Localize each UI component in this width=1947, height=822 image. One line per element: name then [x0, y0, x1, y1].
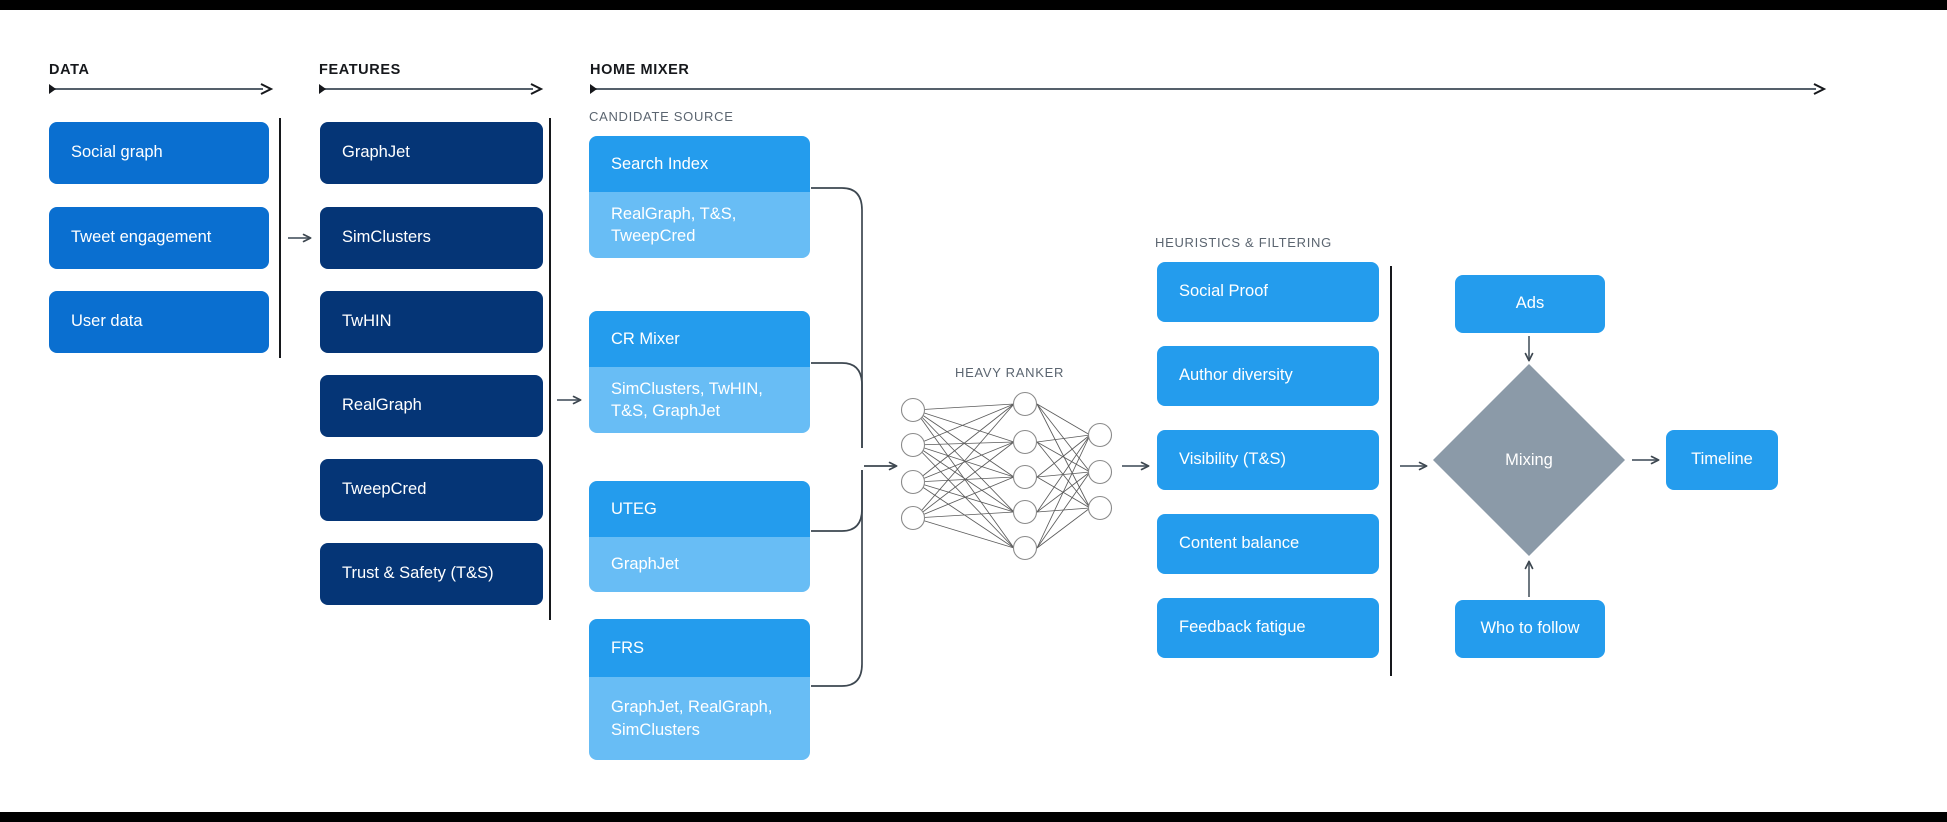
- candidate-source-name: UTEG: [589, 481, 810, 537]
- diagram-canvas: DATA FEATURES HOME MIXER: [0, 10, 1947, 812]
- heuristic-box-label: Feedback fatigue: [1179, 618, 1306, 637]
- feature-box-label: GraphJet: [342, 143, 410, 162]
- feature-box-label: SimClusters: [342, 228, 431, 247]
- data-box-label: Tweet engagement: [71, 228, 212, 247]
- connector-candidate-sources-to-ranker: [811, 187, 863, 687]
- heuristic-box-social-proof[interactable]: Social Proof: [1157, 262, 1379, 322]
- candidate-source-name: CR Mixer: [589, 311, 810, 367]
- candidate-source-uteg[interactable]: UTEG GraphJet: [589, 481, 810, 592]
- feature-box-twhin[interactable]: TwHIN: [320, 291, 543, 353]
- output-box-timeline[interactable]: Timeline: [1666, 430, 1778, 490]
- heuristic-box-label: Author diversity: [1179, 366, 1293, 385]
- candidate-source-features: RealGraph, T&S, TweepCred: [589, 192, 810, 258]
- section-title-data: DATA: [49, 62, 90, 78]
- feature-box-label: RealGraph: [342, 396, 422, 415]
- output-box-label: Ads: [1515, 294, 1545, 313]
- output-box-label: Who to follow: [1480, 619, 1580, 638]
- letterbox-bottom: [0, 812, 1947, 822]
- candidate-source-name: Search Index: [589, 136, 810, 192]
- heuristic-box-content-balance[interactable]: Content balance: [1157, 514, 1379, 574]
- heuristic-box-feedback-fatigue[interactable]: Feedback fatigue: [1157, 598, 1379, 658]
- feature-box-label: Trust & Safety (T&S): [342, 564, 494, 583]
- letterbox-top: [0, 0, 1947, 10]
- feature-box-trust-safety[interactable]: Trust & Safety (T&S): [320, 543, 543, 605]
- data-box-user-data[interactable]: User data: [49, 291, 269, 353]
- candidate-source-cr-mixer[interactable]: CR Mixer SimClusters, TwHIN, T&S, GraphJ…: [589, 311, 810, 433]
- sublabel-heuristics-filtering: HEURISTICS & FILTERING: [1155, 235, 1332, 250]
- output-box-who-to-follow[interactable]: Who to follow: [1455, 600, 1605, 658]
- data-box-label: Social graph: [71, 143, 163, 162]
- data-box-label: User data: [71, 312, 143, 331]
- mixing-diamond-label: Mixing: [1505, 450, 1553, 469]
- output-box-ads[interactable]: Ads: [1455, 275, 1605, 333]
- candidate-source-name: FRS: [589, 619, 810, 677]
- candidate-source-features: SimClusters, TwHIN, T&S, GraphJet: [589, 367, 810, 433]
- candidate-source-search-index[interactable]: Search Index RealGraph, T&S, TweepCred: [589, 136, 810, 258]
- feature-box-realgraph[interactable]: RealGraph: [320, 375, 543, 437]
- sublabel-heavy-ranker: HEAVY RANKER: [955, 365, 1065, 380]
- heavy-ranker-network: [900, 391, 1113, 561]
- section-rule-home-mixer: [588, 82, 1828, 96]
- divider-data-features: [279, 118, 281, 358]
- heuristic-box-label: Content balance: [1179, 534, 1300, 553]
- connector-layer: [288, 187, 1660, 687]
- heuristic-box-author-diversity[interactable]: Author diversity: [1157, 346, 1379, 406]
- candidate-source-frs[interactable]: FRS GraphJet, RealGraph, SimClusters: [589, 619, 810, 760]
- feature-box-graphjet[interactable]: GraphJet: [320, 122, 543, 184]
- candidate-source-features: GraphJet: [589, 537, 810, 592]
- heuristic-box-label: Social Proof: [1179, 282, 1268, 301]
- section-rule-data: [47, 82, 275, 96]
- feature-box-tweepcred[interactable]: TweepCred: [320, 459, 543, 521]
- heuristic-box-visibility[interactable]: Visibility (T&S): [1157, 430, 1379, 490]
- section-rule-features: [317, 82, 545, 96]
- divider-features-home-mixer: [549, 118, 551, 620]
- heuristic-box-label: Visibility (T&S): [1179, 450, 1286, 469]
- feature-box-label: TweepCred: [342, 480, 427, 499]
- section-title-features: FEATURES: [319, 62, 401, 78]
- output-box-label: Timeline: [1691, 450, 1753, 469]
- feature-box-simclusters[interactable]: SimClusters: [320, 207, 543, 269]
- data-box-social-graph[interactable]: Social graph: [49, 122, 269, 184]
- candidate-source-features: GraphJet, RealGraph, SimClusters: [589, 677, 810, 760]
- section-title-home-mixer: HOME MIXER: [590, 62, 690, 78]
- sublabel-candidate-source: CANDIDATE SOURCE: [589, 109, 734, 124]
- feature-box-label: TwHIN: [342, 312, 392, 331]
- divider-heuristics-output: [1390, 266, 1392, 676]
- mixing-diamond[interactable]: Mixing: [1429, 360, 1629, 560]
- data-box-tweet-engagement[interactable]: Tweet engagement: [49, 207, 269, 269]
